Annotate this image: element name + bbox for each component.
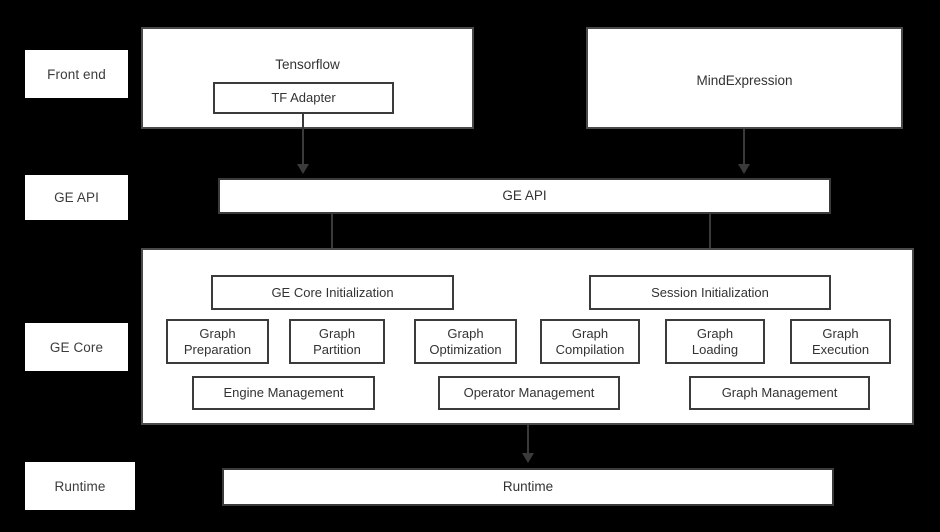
graph-loading-label: Graph Loading xyxy=(691,326,739,357)
ge-core-initialization-box[interactable]: GE Core Initialization xyxy=(211,275,454,310)
connector-tf-adapter-to-ge-api-arrowhead xyxy=(297,164,309,174)
graph-management-label: Graph Management xyxy=(721,385,838,401)
connector-mindexpression-to-ge-api-arrowhead xyxy=(738,164,750,174)
graph-compilation-box[interactable]: Graph Compilation xyxy=(540,319,640,364)
graph-execution-box[interactable]: Graph Execution xyxy=(790,319,891,364)
engine-management-label: Engine Management xyxy=(223,385,344,401)
tf-adapter-label: TF Adapter xyxy=(271,90,336,106)
runtime-bar[interactable]: Runtime xyxy=(222,468,834,506)
operator-management-label: Operator Management xyxy=(463,385,595,401)
row-label-ge-core: GE Core xyxy=(25,323,128,371)
runtime-bar-label: Runtime xyxy=(502,479,554,495)
graph-optimization-label: Graph Optimization xyxy=(429,326,502,357)
tf-adapter-box[interactable]: TF Adapter xyxy=(213,82,394,114)
row-label-ge-api: GE API xyxy=(25,175,128,220)
connector-mindexpression-to-ge-api-line xyxy=(743,129,745,164)
graph-loading-box[interactable]: Graph Loading xyxy=(665,319,765,364)
row-label-front-end: Front end xyxy=(25,50,128,98)
connector-ge-core-to-runtime-arrowhead xyxy=(522,453,534,463)
connector-ge-api-to-session-initialization-line xyxy=(709,214,711,260)
ge-core-initialization-label: GE Core Initialization xyxy=(271,284,394,300)
row-label-ge-api-text: GE API xyxy=(54,190,99,205)
row-label-runtime-text: Runtime xyxy=(54,478,106,494)
connector-tf-adapter-to-ge-api-line xyxy=(302,114,304,164)
row-label-runtime: Runtime xyxy=(25,462,135,510)
graph-optimization-box[interactable]: Graph Optimization xyxy=(414,319,517,364)
connector-ge-core-to-runtime-line xyxy=(527,425,529,453)
graph-management-box[interactable]: Graph Management xyxy=(689,376,870,410)
engine-management-box[interactable]: Engine Management xyxy=(192,376,375,410)
row-label-front-end-text: Front end xyxy=(47,66,106,82)
graph-partition-box[interactable]: Graph Partition xyxy=(289,319,385,364)
connector-ge-api-to-ge-core-initialization-line xyxy=(331,214,333,260)
row-label-ge-core-text: GE Core xyxy=(49,339,104,355)
graph-compilation-label: Graph Compilation xyxy=(555,326,625,357)
mindexpression-panel: MindExpression xyxy=(586,27,903,129)
session-initialization-box[interactable]: Session Initialization xyxy=(589,275,831,310)
graph-preparation-box[interactable]: Graph Preparation xyxy=(166,319,269,364)
tensorflow-panel-title: Tensorflow xyxy=(275,57,340,72)
ge-api-bar[interactable]: GE API xyxy=(218,178,831,214)
ge-api-bar-label: GE API xyxy=(502,188,547,204)
graph-execution-label: Graph Execution xyxy=(811,326,870,357)
graph-preparation-label: Graph Preparation xyxy=(183,326,252,357)
graph-partition-label: Graph Partition xyxy=(313,326,361,357)
session-initialization-label: Session Initialization xyxy=(651,284,769,300)
operator-management-box[interactable]: Operator Management xyxy=(438,376,620,410)
mindexpression-panel-title: MindExpression xyxy=(696,73,793,88)
